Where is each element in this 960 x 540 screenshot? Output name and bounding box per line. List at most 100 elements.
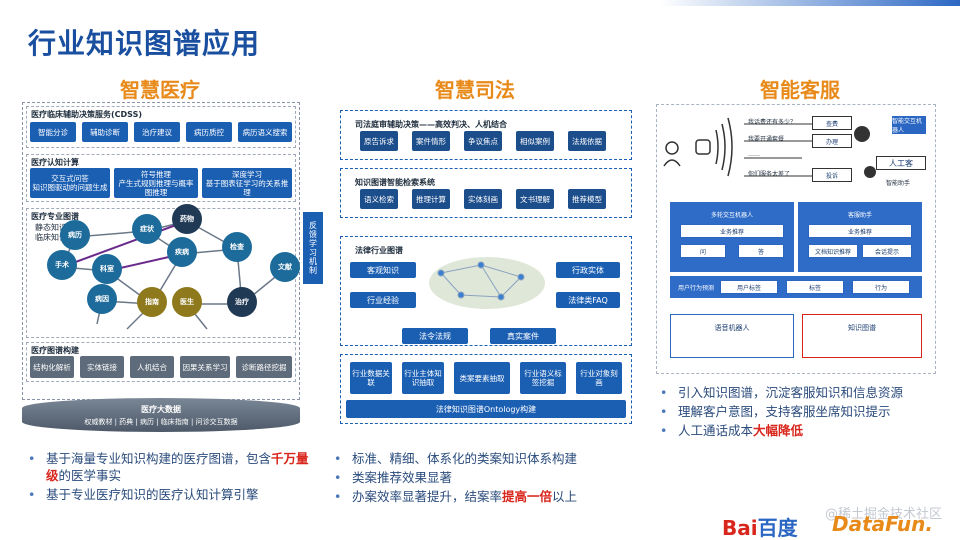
arch-right-item: 业务推荐 (808, 224, 912, 238)
industry-item: 客观知识 (350, 262, 416, 278)
industry-item: 真实案件 (490, 328, 556, 344)
trial-item: 相似案例 (516, 131, 554, 151)
section-title-judicial: 智慧司法 (435, 78, 515, 102)
trial-item: 案件情形 (412, 131, 450, 151)
cdss-item: 智能分诊 (30, 122, 76, 142)
build-item: 结构化解析 (30, 356, 74, 378)
arch-left-item: 答 (738, 244, 784, 258)
industry-item: 行业经验 (350, 292, 416, 308)
action-box: 投诉 (812, 168, 852, 182)
ontology-item: 类案要素抽取 (454, 362, 510, 394)
arch-voice-robot: 语音机器人 (670, 314, 794, 358)
section-title-service: 智能客服 (760, 78, 840, 102)
feedback-label: 反馈学习机制 (303, 212, 323, 284)
industry-item: 法令法规 (402, 328, 468, 344)
cdss-item: 病历语义搜索 (238, 122, 292, 142)
judicial-bullet: 办案效率显著提升，结案率提高一倍以上 (330, 488, 640, 505)
graph-node: 指南 (137, 287, 167, 317)
ontology-item: 行业对象刻画 (576, 362, 622, 394)
graph-node: 症状 (132, 214, 162, 244)
graph-node: 药物 (172, 204, 202, 234)
service-bullet: 理解客户意图，支持客服坐席知识提示 (656, 403, 946, 420)
build-item: 人机结合 (130, 356, 174, 378)
ontology-base: 法律知识图谱Ontology构建 (346, 400, 626, 418)
predict-item: 用户标签 (720, 280, 778, 294)
judicial-bullet: 类案推荐效果显著 (330, 469, 640, 486)
predict-item: 标签 (786, 280, 844, 294)
judicial-bullet: 标准、精细、体系化的类案知识体系构建 (330, 450, 640, 467)
title-bar (0, 0, 960, 6)
graph-node: 文献 (270, 252, 300, 282)
graph-legend-clinical: 临床知识 (35, 233, 67, 242)
service-bullet: 引入知识图谱，沉淀客服知识和信息资源 (656, 384, 946, 401)
service-bullets: 引入知识图谱，沉淀客服知识和信息资源 理解客户意图，支持客服坐席知识提示 人工通… (656, 384, 946, 441)
arch-right-item: 文档知识推荐 (808, 244, 858, 258)
medical-bullets: 基于海量专业知识构建的医疗图谱，包含千万量级的医学事实 基于专业医疗知识的医疗认… (24, 450, 320, 505)
graph-node: 检查 (222, 232, 252, 262)
graph-node: 手术 (47, 250, 77, 280)
build-title: 医疗图谱构建 (31, 346, 79, 355)
search-item: 推荐模型 (568, 189, 606, 209)
graph-node: 疾病 (167, 237, 197, 267)
dialog-text: …… (748, 151, 760, 158)
dialog-text: 我要开通套餐 (748, 136, 785, 143)
ontology-item: 行业语义标签挖掘 (520, 362, 566, 394)
cdss-title: 医疗临床辅助决策服务(CDSS) (31, 110, 142, 119)
search-item: 语义检索 (360, 189, 398, 209)
industry-panel: 法律行业图谱 (340, 236, 632, 346)
user-robot-graphic (663, 117, 876, 178)
graph-node: 病历 (60, 220, 90, 250)
search-item: 推理计算 (412, 189, 450, 209)
trial-item: 原告诉求 (360, 131, 398, 151)
action-box: 查费 (812, 116, 852, 130)
bigdata-title: 医疗大数据 (141, 405, 181, 414)
bigdata-cylinder: 医疗大数据 权威教材 | 药典 | 病历 | 临床指南 | 问诊交互数据 (22, 398, 300, 432)
trial-item: 法规依据 (568, 131, 606, 151)
ontology-item: 行业主体知识抽取 (402, 362, 444, 394)
industry-item: 法律类FAQ (556, 292, 620, 308)
page-title: 行业知识图谱应用 (28, 27, 261, 60)
assistant-label: 智能助手 (886, 180, 911, 187)
search-item: 文书理解 (516, 189, 554, 209)
cdss-item: 病历质控 (186, 122, 232, 142)
datafun-logo: DataFun. (832, 512, 933, 536)
graph-legend-static: 静态知识 (35, 223, 67, 232)
graph-title: 医疗专业图谱 (31, 212, 79, 221)
build-item: 实体链接 (80, 356, 124, 378)
cdss-item: 治疗建议 (134, 122, 180, 142)
predict-item: 行为 (852, 280, 910, 294)
arch-right-item: 会话提示 (862, 244, 912, 258)
robot-label: 智能交互机器人 (892, 116, 926, 134)
bigdata-subtitle: 权威教材 | 药典 | 病历 | 临床指南 | 问诊交互数据 (84, 418, 238, 426)
graph-node: 科室 (92, 254, 122, 284)
ontology-item: 行业数据关联 (350, 362, 392, 394)
arch-left-item: 问 (680, 244, 726, 258)
trial-title: 司法庭审辅助决策——高效判决、人机结合 (355, 120, 507, 129)
cdss-item: 辅助诊断 (82, 122, 128, 142)
medical-bullet: 基于海量专业知识构建的医疗图谱，包含千万量级的医学事实 (24, 450, 320, 484)
cognitive-item: 符号推理 产生式规则推理与概率图推理 (114, 168, 198, 198)
build-item: 诊断路径挖掘 (236, 356, 292, 378)
cognitive-item: 深度学习 基于图表征学习的关系推理 (202, 168, 292, 198)
search-item: 实体刻画 (464, 189, 502, 209)
dialog-text: 我话费还有多少？ (748, 119, 797, 126)
medical-bullet: 基于专业医疗知识的医疗认知计算引擎 (24, 486, 320, 503)
section-title-medical: 智慧医疗 (120, 78, 200, 102)
arch-knowledge-graph: 知识图谱 (802, 314, 922, 358)
trial-item: 争议焦点 (464, 131, 502, 151)
dialog-text: 你们服务太差了 (748, 171, 791, 178)
service-panel (656, 104, 936, 374)
watermark: @稀土掘金技术社区 (824, 507, 942, 522)
cognitive-title: 医疗认知计算 (31, 158, 79, 167)
graph-node: 病因 (87, 284, 117, 314)
baidu-logo: Bai百度 (722, 516, 798, 540)
cognitive-item: 交互式问答 知识图驱动的问题生成 (30, 168, 110, 198)
judicial-bullets: 标准、精细、体系化的类案知识体系构建 类案推荐效果显著 办案效率显著提升，结案率… (330, 450, 640, 507)
search-title: 知识图谱智能检索系统 (355, 178, 435, 187)
industry-item: 行政实体 (556, 262, 620, 278)
arch-left-item: 业务推荐 (680, 224, 784, 238)
action-box: 办理 (812, 134, 852, 148)
build-item: 因果关系学习 (180, 356, 230, 378)
industry-title: 法律行业图谱 (355, 246, 403, 255)
world-network-graphic (429, 257, 545, 309)
